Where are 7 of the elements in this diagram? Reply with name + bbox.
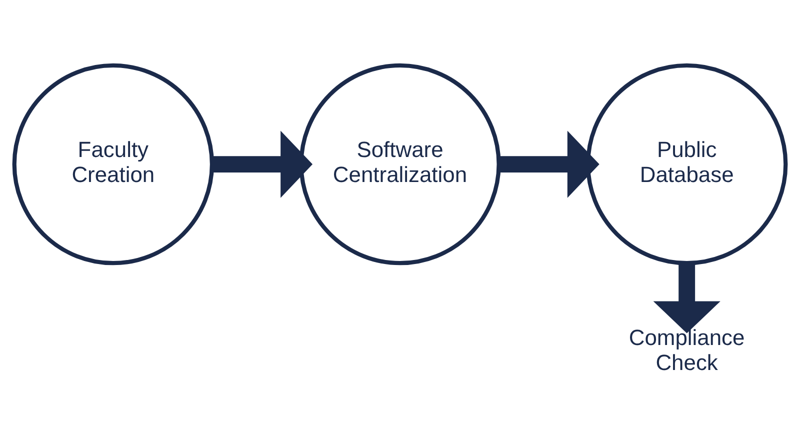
node-circle: Public Database: [586, 62, 788, 265]
arrow: [212, 130, 313, 198]
node-circle: Software Centralization: [299, 62, 501, 265]
node-text: Compliance Check: [628, 324, 745, 374]
node-circle: Faculty Creation: [12, 62, 214, 265]
arrow: [653, 262, 720, 333]
arrow: [499, 130, 600, 198]
